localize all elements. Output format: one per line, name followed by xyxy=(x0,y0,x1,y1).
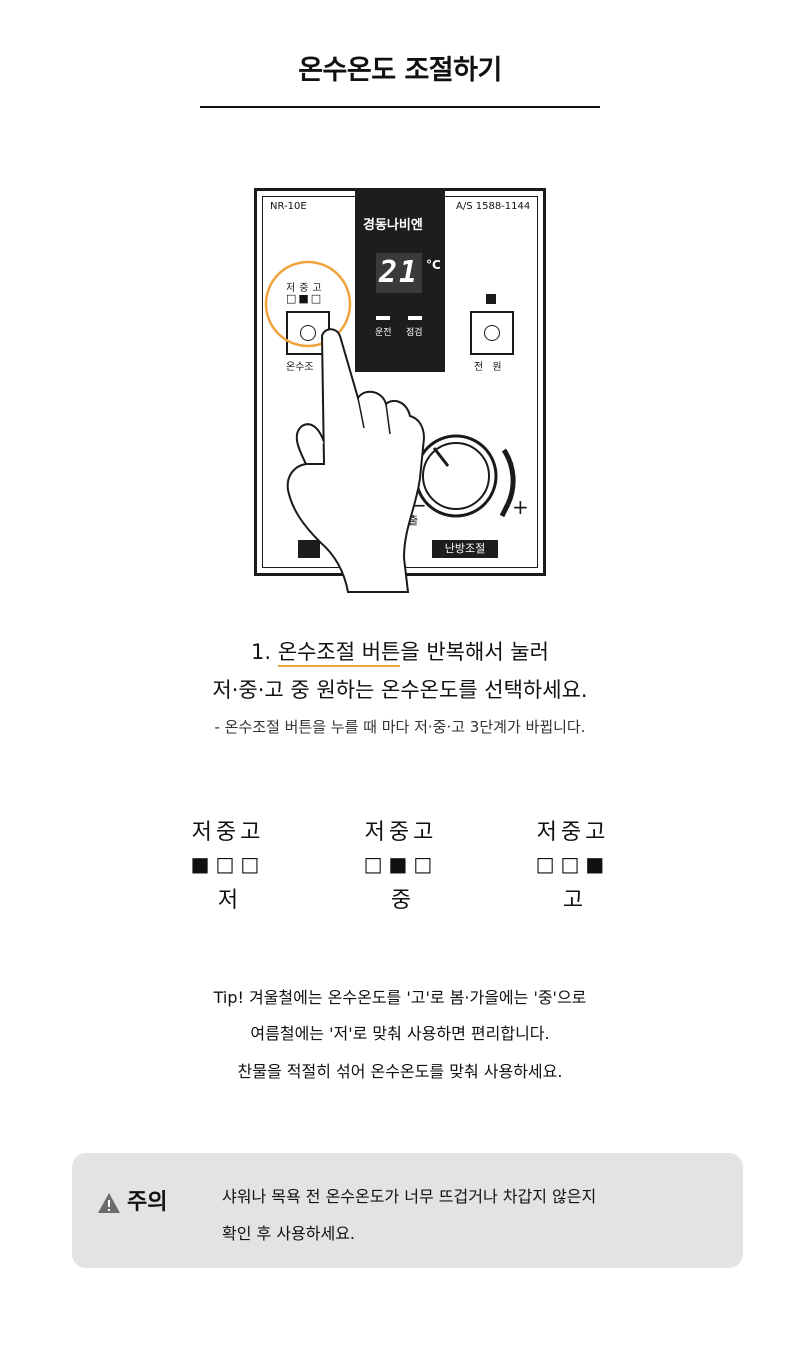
brand-logo: 경동나비엔 xyxy=(363,218,423,233)
temperature-display: 21 xyxy=(376,253,422,293)
page-title: 온수온도 조절하기 xyxy=(298,55,502,86)
highlight-circle xyxy=(264,260,352,348)
run-indicator xyxy=(376,316,390,320)
caution-title-text: 주의 xyxy=(127,1190,168,1215)
level-high: 저중고 □□■ 고 xyxy=(498,814,648,914)
level-indicators: □□■ xyxy=(535,852,611,876)
plus-sign: + xyxy=(512,495,529,519)
level-header: 저중고 xyxy=(364,820,438,845)
step-instruction: 1. 온수조절 버튼을 반복해서 눌러 xyxy=(0,636,800,667)
as-phone-label: A/S 1588-1144 xyxy=(456,201,531,212)
power-label: 전 원 xyxy=(474,362,505,373)
caution-box xyxy=(72,1153,743,1268)
level-header: 저중고 xyxy=(536,820,610,845)
hot-water-temp-label: 온수조 xyxy=(286,362,314,373)
left-tag xyxy=(298,540,320,558)
heating-control-label: 난방조절 xyxy=(432,540,498,558)
run-indicator-label: 운전 xyxy=(375,328,392,338)
title-underline xyxy=(200,106,600,108)
step-rest: 을 반복해서 눌러 xyxy=(400,640,549,664)
step-note: - 온수조절 버튼을 누를 때 마다 저·중·고 3단계가 바뀝니다. xyxy=(214,718,586,736)
tip-line-2: 여름철에는 '저'로 맞춰 사용하면 편리합니다. xyxy=(250,1024,550,1043)
step-prefix: 1. xyxy=(251,640,278,664)
warning-triangle-icon xyxy=(98,1193,120,1213)
level-name: 저 xyxy=(217,888,239,913)
level-name: 고 xyxy=(562,888,584,913)
level-mid: 저중고 □■□ 중 xyxy=(326,814,476,914)
step-instruction-line2: 저·중·고 중 원하는 온수온도를 선택하세요. xyxy=(212,678,588,702)
pointing-hand-icon xyxy=(264,260,426,593)
caution-line-2: 확인 후 사용하세요. xyxy=(222,1224,356,1243)
power-indicator xyxy=(486,294,496,304)
check-indicator-label: 점검 xyxy=(406,328,423,338)
power-button[interactable] xyxy=(470,311,514,355)
level-low: 저중고 ■□□ 저 xyxy=(153,814,303,914)
level-indicators: ■□□ xyxy=(190,852,266,876)
level-header: 저중고 xyxy=(191,820,265,845)
device-level-header: 저중고 xyxy=(286,283,326,294)
model-label: NR-10E xyxy=(270,201,307,212)
caution-line-1: 샤워나 목욕 전 온수온도가 너무 뜨겁거나 차갑지 않은지 xyxy=(222,1187,597,1206)
tip-line-1: Tip! 겨울철에는 온수온도를 '고'로 봄·가을에는 '중'으로 xyxy=(213,988,587,1007)
level-indicators: □■□ xyxy=(363,852,439,876)
step-highlight: 온수조절 버튼 xyxy=(277,640,401,667)
caution-title: 주의 xyxy=(97,1184,167,1216)
check-indicator xyxy=(408,316,422,320)
level-name: 중 xyxy=(390,888,412,913)
celsius-unit: °C xyxy=(426,258,441,272)
device-level-indicators: □■□ xyxy=(286,292,324,305)
tip-line-3: 찬물을 적절히 섞어 온수온도를 맞춰 사용하세요. xyxy=(237,1062,563,1081)
button-dot-icon xyxy=(300,325,316,341)
button-dot-icon xyxy=(484,325,500,341)
